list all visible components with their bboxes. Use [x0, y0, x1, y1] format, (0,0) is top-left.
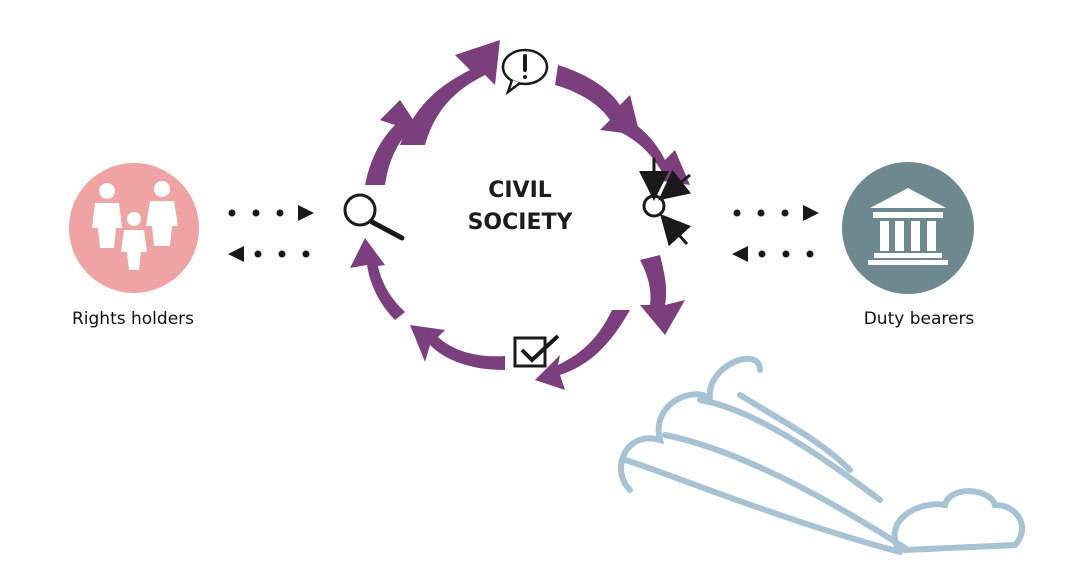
ring-arrow-top-left — [400, 40, 500, 145]
checkbox-icon — [513, 334, 560, 368]
dotted-arrow-center-to-right — [733, 205, 819, 221]
dotted-arrow-left-to-center — [228, 205, 314, 221]
bank-building-icon — [868, 188, 948, 265]
ring-arrow-right-upper — [620, 115, 690, 185]
ring-arrow-bottom-left — [410, 325, 505, 370]
ring-arrow-right-lower — [640, 255, 685, 335]
wind-cloud-icon — [618, 355, 1026, 555]
rights-holders-circle — [69, 163, 199, 293]
people-icon — [92, 181, 178, 270]
duty-bearers-circle — [842, 162, 974, 294]
exclamation-speech-icon — [501, 48, 549, 96]
civil-society-line2: SOCIETY — [467, 210, 573, 235]
civil-society-line1: CIVIL — [488, 178, 552, 203]
rights-holders-label: Rights holders — [30, 303, 236, 335]
civil-society-title: CIVIL SOCIETY — [415, 175, 625, 239]
ring-arrow-left-upper — [365, 100, 420, 185]
focus-arrows-icon — [639, 158, 692, 247]
ring-arrow-top-right — [555, 65, 640, 135]
civil-society-ring — [350, 40, 690, 390]
duty-bearers-label: Duty bearers — [815, 303, 1023, 335]
dotted-arrow-right-to-center — [732, 246, 814, 262]
ring-arrow-left-lower — [350, 238, 405, 320]
dotted-arrow-center-to-left — [228, 246, 310, 262]
ring-arrow-bottom-right — [535, 310, 630, 390]
magnifier-icon — [343, 193, 405, 241]
